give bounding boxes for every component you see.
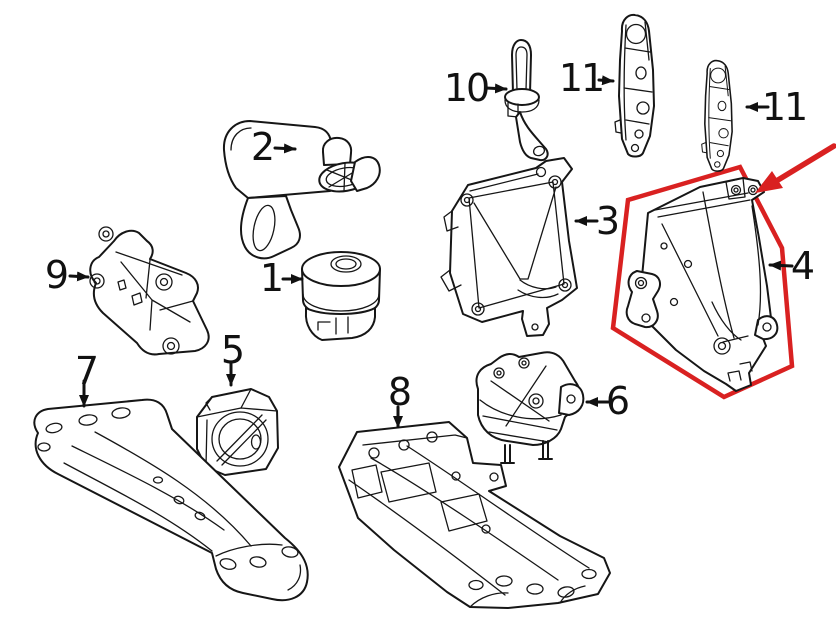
highlight-arrow (755, 143, 836, 193)
callout-label-6: 6 (605, 379, 630, 423)
callout-arrow-10 (484, 83, 508, 94)
callout-arrow-2 (273, 143, 297, 154)
callout-label-11-right: 11 (761, 85, 808, 129)
part-4-support-bracket-right-drawing (625, 177, 779, 392)
part-2-mount-cover-drawing (222, 120, 381, 260)
part-3-support-bracket-left-drawing (440, 157, 578, 337)
callout-arrow-4 (768, 260, 794, 271)
callout-label-3: 3 (595, 199, 620, 243)
callout-label-5: 5 (220, 328, 245, 372)
callout-arrow-9 (68, 271, 90, 282)
part-6-rear-mount-bracket-drawing (475, 351, 585, 464)
callout-label-7: 7 (74, 349, 99, 393)
part-11-torque-arm-right-drawing (700, 59, 733, 172)
highlight-outline (610, 164, 795, 400)
part-1-engine-mount-drawing (301, 251, 381, 341)
part-10-stop-buffer-drawing (504, 39, 549, 162)
callout-label-9: 9 (44, 253, 69, 297)
callout-label-4: 4 (790, 244, 815, 288)
part-8-crossmember-rear-drawing (338, 421, 611, 609)
callout-label-10: 10 (443, 66, 490, 110)
callout-arrows (68, 75, 794, 429)
callout-label-1: 1 (259, 256, 284, 300)
callout-arrow-11a (597, 75, 615, 86)
callout-label-8: 8 (387, 370, 412, 414)
part-11-torque-arm-left-drawing (614, 13, 655, 158)
callout-label-11-left: 11 (558, 56, 605, 100)
part-9-engine-bracket-drawing (89, 226, 210, 356)
part-7-crossmember-front-drawing (33, 398, 309, 602)
part-5-transmission-mount-drawing (196, 388, 279, 476)
callout-label-2: 2 (250, 125, 275, 169)
